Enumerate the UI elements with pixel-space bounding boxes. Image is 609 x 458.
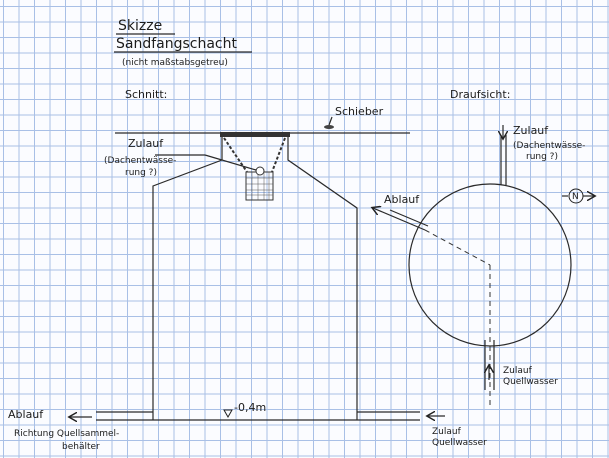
section-outlet-1: Ablauf [8,408,44,421]
title-note: (nicht maßstabsgetreu) [122,58,228,68]
depth-label: -0,4m [234,401,266,414]
plan-heading: Draufsicht: [450,88,510,101]
plan-outlet-dashed [424,229,491,266]
plan-inlet-top-1: Zulauf [513,124,549,137]
inlet-leader-2 [204,154,257,171]
chain-right [271,137,286,173]
plan-outlet-arrow-icon [373,208,426,231]
inlet-pipe-section [255,166,265,176]
section-inlet-top-1: Zulauf [128,137,164,150]
shaft-left-wall [152,137,223,420]
chain-left [223,137,248,173]
water-level-triangle [223,409,233,419]
plan-inlet-bottom-2: Quellwasser [503,377,558,387]
north-label: N [572,192,579,202]
section-heading: Schnitt: [125,88,167,101]
plan-inlet-top-3: rung ?) [526,152,558,162]
gate-symbol [324,125,334,129]
shaft-lid [220,132,290,137]
section-inlet-top-3: rung ?) [125,168,157,178]
section-inlet-bottom-1: Zulauf [432,427,462,437]
plan-outlet-pipe [389,209,429,227]
title-line2: Sandfangschacht [116,36,238,52]
title-line1: Skizze [118,18,162,34]
gate-label: Schieber [335,105,384,118]
section-outlet-2: Richtung Quellsammel- [14,429,119,439]
shaft-right-wall [287,137,358,420]
section-inlet-top-2: (Dachentwässe- [104,156,176,166]
section-outlet-3: behälter [62,442,100,452]
section-inlet-bottom-2: Quellwasser [432,438,487,448]
plan-outlet-label: Ablauf [384,193,420,206]
plan-inlet-bottom-1: Zulauf [503,366,533,376]
gate-leader [328,116,333,126]
plan-inlet-top-2: (Dachentwässe- [513,141,585,151]
basket-mesh [246,172,273,200]
